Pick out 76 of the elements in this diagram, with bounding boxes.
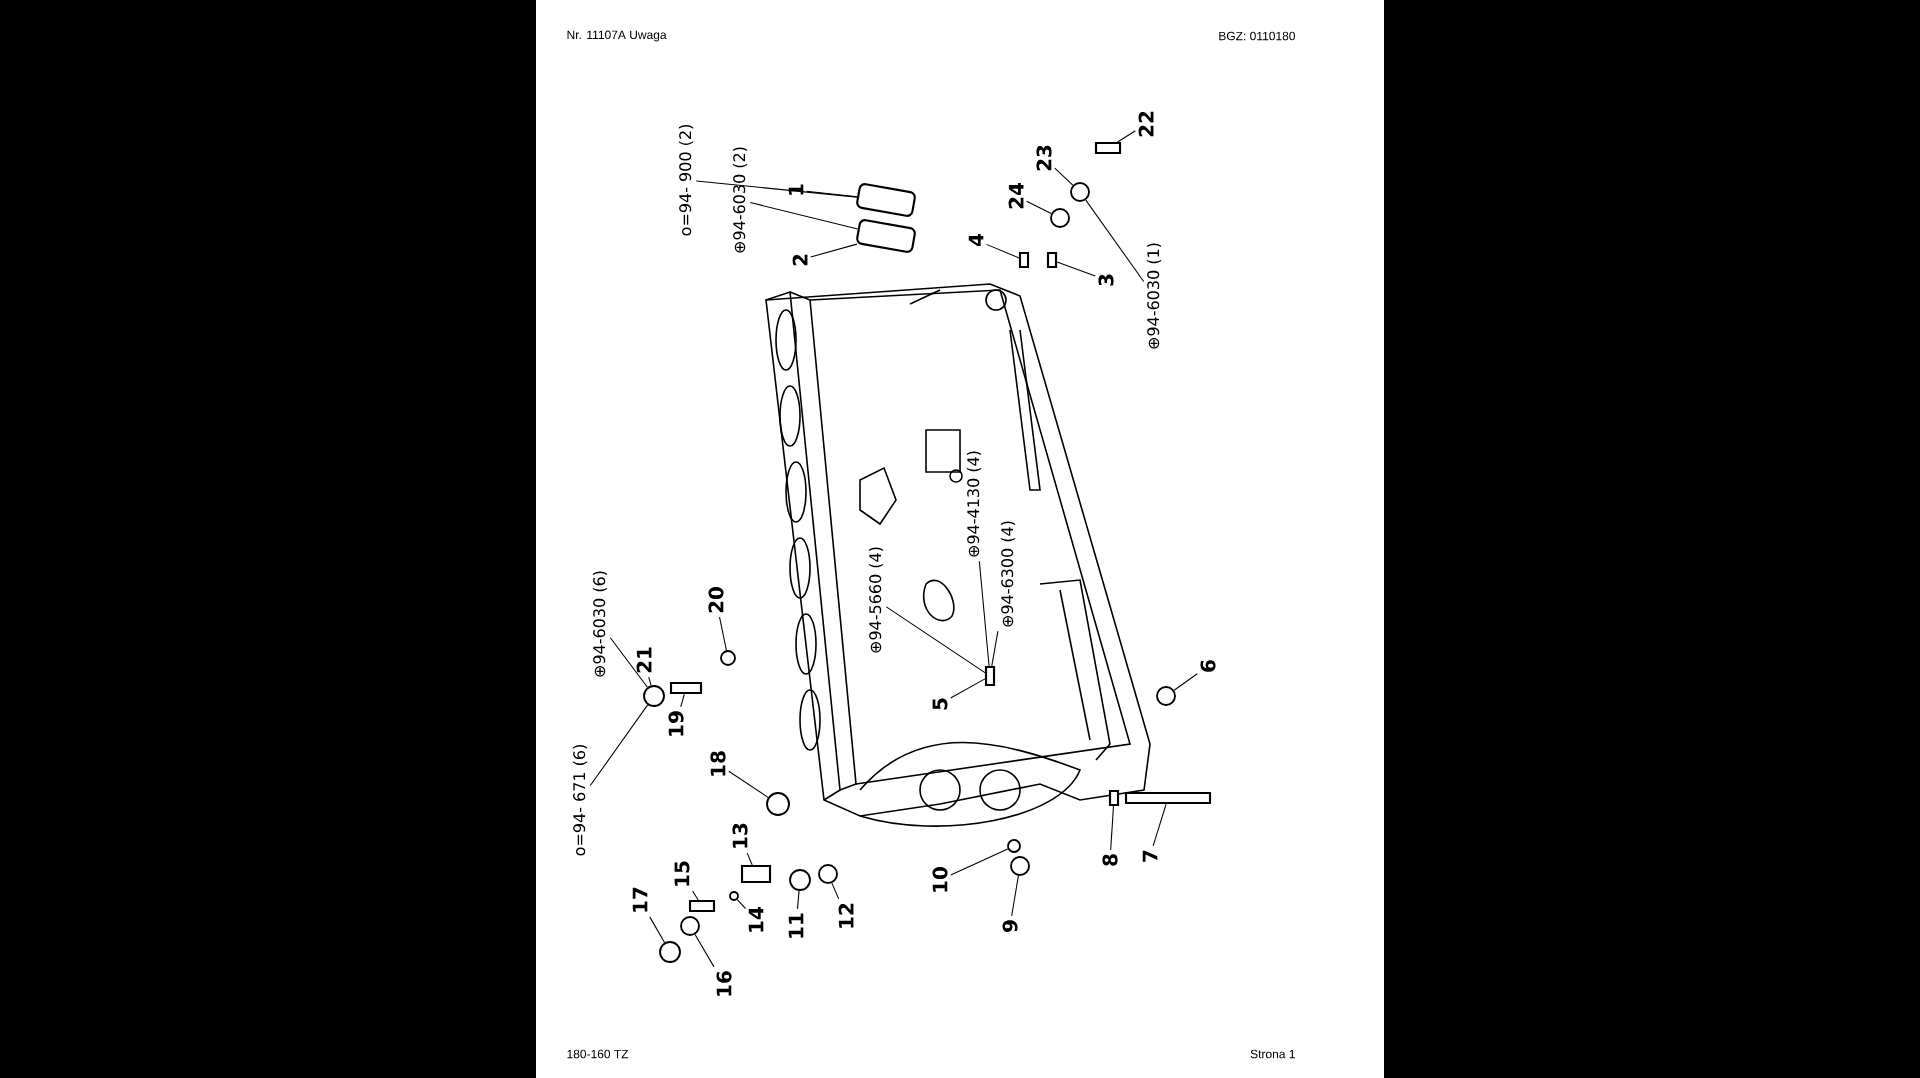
part-code: ⊕94-5660 (4)	[868, 547, 884, 653]
callout-number: 7	[1142, 850, 1158, 862]
leader-line	[609, 637, 648, 688]
leader-line	[719, 616, 727, 651]
leader-line	[885, 606, 986, 674]
callout-number: 6	[1200, 660, 1216, 672]
gasket	[856, 219, 916, 253]
bolt-part	[1094, 141, 1122, 155]
callout-number: 23	[1036, 145, 1052, 171]
callout-number: 14	[748, 907, 764, 932]
round-part	[1007, 839, 1021, 853]
callout-number: 24	[1008, 183, 1024, 209]
bolt-part	[1046, 251, 1058, 269]
leader-line	[746, 852, 753, 866]
leader-line	[1026, 200, 1052, 215]
bolt-part	[1124, 791, 1212, 805]
callout-number: 22	[1138, 111, 1154, 137]
leader-line	[692, 890, 699, 901]
leader-line	[1056, 261, 1096, 277]
leader-line	[991, 630, 999, 667]
callout-number: 10	[932, 867, 948, 892]
leader-line	[1173, 673, 1198, 691]
leader-line	[985, 243, 1020, 259]
part-code: ⊕94-4130 (4)	[966, 451, 982, 557]
leader-line	[695, 180, 858, 198]
leader-line	[589, 704, 649, 787]
callout-number: 21	[636, 647, 652, 673]
callout-number: 18	[710, 751, 726, 776]
callout-number: 11	[788, 913, 804, 938]
callout-number: 17	[632, 887, 648, 912]
round-part	[720, 650, 736, 666]
part-code: ⊕94-6030 (2)	[732, 147, 748, 253]
callout-number: 15	[674, 861, 690, 886]
leader-line	[1085, 199, 1145, 283]
bolt-part	[688, 899, 716, 913]
callout-number: 13	[732, 823, 748, 848]
callout-number: 4	[968, 233, 984, 247]
part-code: ⊕94-6030 (6)	[592, 571, 608, 677]
leader-line	[796, 890, 800, 910]
callout-number: 12	[838, 903, 854, 928]
callout-number: 2	[792, 254, 808, 266]
leader-line	[649, 916, 666, 944]
leader-line	[694, 934, 715, 968]
leader-line	[831, 882, 840, 900]
leader-line	[950, 678, 986, 699]
callout-number: 20	[708, 587, 724, 613]
callout-number: 8	[1102, 854, 1118, 866]
leader-line	[749, 202, 859, 230]
leader-line	[950, 848, 1009, 876]
round-part	[729, 891, 739, 901]
leader-line	[1152, 803, 1167, 847]
callout-number: 16	[716, 971, 732, 996]
gasket	[856, 183, 916, 217]
callout-number: 9	[1002, 920, 1018, 932]
bolt-part	[740, 864, 772, 884]
leader-line	[1011, 875, 1019, 917]
bolt-part	[1018, 251, 1030, 269]
leader-line	[736, 899, 747, 910]
bolt-part	[669, 681, 703, 695]
part-code: ⊕94-6300 (4)	[1000, 521, 1016, 627]
bolt-part	[1108, 789, 1120, 807]
leader-line	[680, 693, 685, 708]
leader-line	[728, 770, 769, 798]
callout-number: 19	[668, 711, 684, 736]
callout-number: 3	[1098, 274, 1114, 286]
part-code: o=94- 671 (6)	[572, 745, 588, 856]
leader-line	[978, 560, 990, 667]
leader-line	[1054, 167, 1074, 186]
leader-line	[810, 243, 858, 258]
leader-line	[1117, 130, 1136, 143]
callout-number: 5	[932, 698, 948, 710]
bolt-part	[984, 665, 996, 687]
part-code: ⊕94-6030 (1)	[1146, 243, 1162, 349]
part-code: o=94- 900 (2)	[678, 125, 694, 236]
leader-line	[648, 676, 652, 686]
leader-line	[1110, 805, 1115, 851]
